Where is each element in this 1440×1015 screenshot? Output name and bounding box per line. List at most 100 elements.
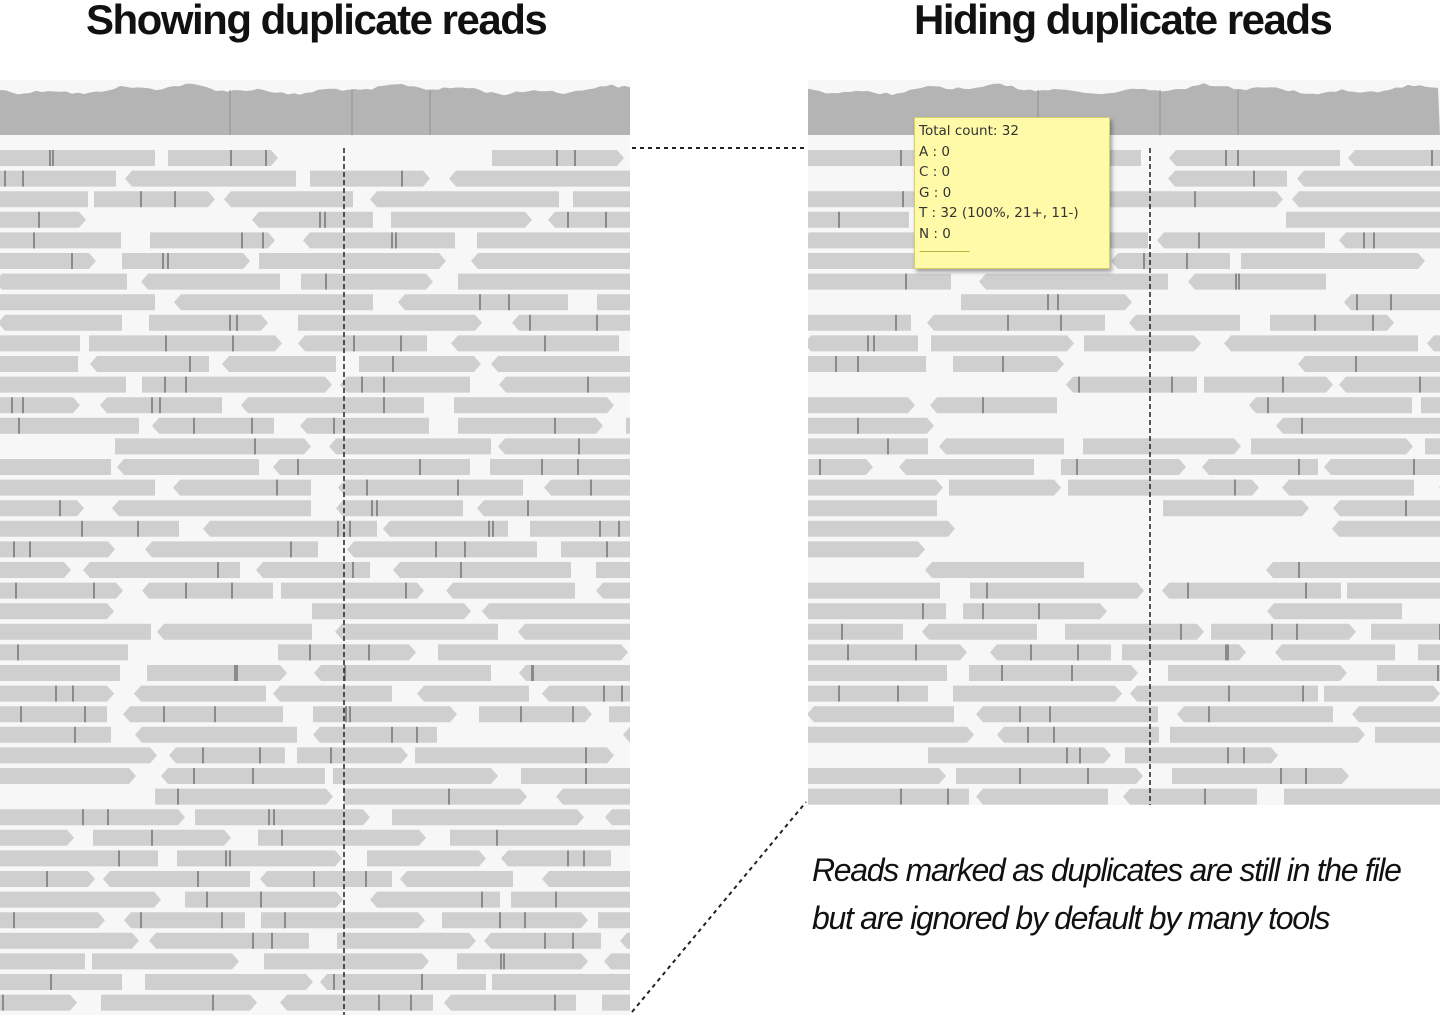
mismatch-mark — [137, 520, 139, 537]
aligned-read — [491, 356, 630, 372]
mismatch-mark — [1187, 582, 1189, 599]
aligned-read — [1098, 191, 1283, 208]
mismatch-mark — [605, 211, 607, 228]
mismatch-mark — [13, 912, 15, 929]
mismatch-mark — [212, 994, 214, 1011]
mismatch-mark — [621, 685, 623, 702]
aligned-read — [808, 541, 925, 558]
mismatch-mark — [55, 685, 57, 702]
mismatch-mark — [268, 809, 270, 826]
mismatch-mark — [259, 747, 261, 764]
aligned-read — [0, 974, 122, 990]
mismatch-mark — [544, 335, 546, 352]
mismatch-mark — [867, 335, 869, 352]
aligned-read — [145, 974, 313, 990]
mismatch-mark — [1234, 479, 1236, 496]
mismatch-mark — [905, 273, 907, 290]
aligned-read — [0, 150, 155, 166]
mismatch-mark — [365, 871, 367, 887]
mismatch-mark — [151, 829, 153, 846]
mismatch-mark — [567, 850, 569, 867]
aligned-read — [0, 912, 105, 929]
mismatch-mark — [309, 644, 311, 661]
aligned-read — [542, 871, 630, 887]
aligned-read — [490, 459, 630, 475]
aligned-read — [544, 479, 630, 496]
mismatch-mark — [1171, 376, 1173, 393]
aligned-read — [1425, 438, 1440, 455]
aligned-read — [808, 603, 946, 620]
mismatch-mark — [1431, 150, 1433, 166]
mismatch-mark — [947, 788, 949, 805]
mismatch-mark — [1077, 644, 1079, 661]
aligned-read — [174, 294, 373, 311]
aligned-read — [157, 623, 312, 640]
left-alignment-panel — [0, 80, 630, 1015]
aligned-read — [313, 726, 437, 743]
aligned-read — [145, 541, 318, 558]
aligned-read — [930, 397, 1057, 414]
mismatch-mark — [555, 891, 557, 908]
mismatch-mark — [273, 809, 275, 826]
mismatch-mark — [419, 459, 421, 475]
aligned-read — [498, 438, 630, 455]
tooltip-a-count: A : 0 — [919, 143, 950, 160]
right-alignment-view — [808, 83, 1440, 805]
mismatch-mark — [197, 871, 199, 887]
aligned-read — [312, 603, 471, 620]
aligned-read — [808, 438, 928, 455]
aligned-read — [300, 417, 429, 434]
aligned-read — [922, 623, 1037, 640]
mismatch-mark — [1267, 397, 1269, 414]
aligned-read — [1292, 191, 1440, 208]
aligned-read — [122, 253, 250, 269]
mismatch-mark — [529, 314, 531, 331]
aligned-read — [1241, 253, 1425, 269]
mismatch-mark — [500, 953, 502, 970]
mismatch-mark — [162, 253, 164, 269]
aligned-read — [1065, 623, 1204, 640]
mismatch-mark — [337, 520, 339, 537]
aligned-read — [141, 273, 280, 290]
aligned-read — [0, 459, 111, 475]
aligned-read — [1371, 623, 1440, 640]
mismatch-mark — [290, 541, 292, 558]
mismatch-mark — [202, 747, 204, 764]
aligned-read — [150, 232, 275, 249]
aligned-read — [808, 417, 934, 434]
aligned-read — [177, 850, 342, 867]
mismatch-mark — [225, 850, 227, 867]
aligned-read — [0, 541, 115, 558]
aligned-read — [0, 603, 114, 620]
mismatch-mark — [421, 974, 423, 990]
aligned-read — [1348, 150, 1440, 166]
mismatch-mark — [1235, 273, 1237, 290]
aligned-read — [1332, 520, 1440, 537]
aligned-read — [1130, 685, 1318, 702]
mismatch-mark — [17, 644, 19, 661]
mismatch-mark — [1280, 768, 1282, 784]
aligned-read — [367, 850, 486, 867]
mismatch-mark — [59, 500, 61, 517]
left-panel-title: Showing duplicate reads — [86, 0, 548, 43]
aligned-read — [808, 726, 974, 743]
aligned-read — [573, 191, 630, 208]
aligned-read — [0, 726, 111, 743]
mismatch-mark — [1282, 376, 1284, 393]
mismatch-mark — [22, 397, 24, 414]
caption-line-2: but are ignored by default by many tools — [812, 900, 1331, 936]
aligned-read — [1270, 314, 1394, 331]
mismatch-mark — [236, 665, 238, 681]
tooltip-t-count: T : 32 (100%, 21+, 11-) — [919, 205, 1079, 221]
mismatch-mark — [214, 706, 216, 723]
mismatch-mark — [1078, 376, 1080, 393]
aligned-read — [0, 932, 139, 949]
aligned-read — [997, 726, 1159, 743]
mismatch-mark — [532, 665, 534, 681]
aligned-read — [0, 273, 127, 290]
aligned-read — [471, 253, 630, 269]
mismatch-mark — [1305, 768, 1307, 784]
mismatch-mark — [251, 417, 253, 434]
aligned-read — [1163, 500, 1309, 517]
aligned-read — [147, 665, 287, 681]
